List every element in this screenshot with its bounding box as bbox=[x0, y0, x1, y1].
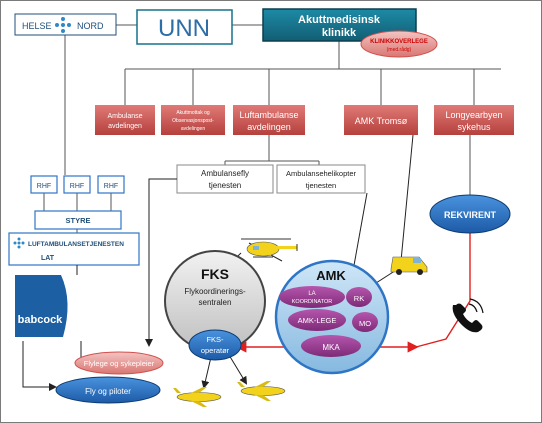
svg-text:operatør: operatør bbox=[201, 346, 230, 355]
helse-text: HELSE bbox=[22, 21, 52, 31]
rhf-label-3: RHF bbox=[104, 183, 118, 190]
svg-text:Ambulansehelikopter: Ambulansehelikopter bbox=[286, 169, 357, 178]
unn-box: UNN bbox=[136, 9, 233, 45]
svg-text:REKVIRENT: REKVIRENT bbox=[444, 210, 497, 220]
flylege-sykepleier-oval: Flylege og sykepleier bbox=[74, 351, 164, 375]
nord-text: NORD bbox=[77, 21, 104, 31]
rk-oval: RK bbox=[346, 287, 372, 307]
svg-text:AMK-LEGE: AMK-LEGE bbox=[298, 316, 337, 325]
helicopter-icon bbox=[241, 238, 298, 258]
ambulance-icon bbox=[390, 256, 428, 275]
phone-icon bbox=[452, 298, 484, 333]
svg-text:avdelingen: avdelingen bbox=[181, 126, 205, 132]
ambulansehelikopter-box: Ambulansehelikopter tjenesten bbox=[276, 164, 366, 194]
ambulansefly-box: Ambulansefly tjenesten bbox=[176, 164, 274, 194]
svg-text:RK: RK bbox=[354, 294, 364, 303]
amk-tromso-box: AMK Tromsø bbox=[344, 105, 418, 135]
svg-text:tjenesten: tjenesten bbox=[209, 181, 241, 190]
svg-text:sykehus: sykehus bbox=[457, 122, 491, 132]
amk-lege-oval: AMK-LEGE bbox=[288, 309, 346, 331]
styre-box: STYRE bbox=[34, 210, 122, 230]
svg-text:STYRE: STYRE bbox=[65, 216, 90, 225]
mka-oval: MKA bbox=[301, 335, 361, 357]
svg-text:Fly og piloter: Fly og piloter bbox=[85, 387, 131, 396]
akuttmottak-box: Akuttmottak og Observasjonspost- avdelin… bbox=[161, 105, 225, 135]
svg-text:AMK: AMK bbox=[316, 268, 346, 283]
rhf-group: RHF RHF RHF bbox=[30, 175, 125, 194]
fly-og-piloter-oval: Fly og piloter bbox=[55, 376, 161, 404]
svg-text:klinikk: klinikk bbox=[322, 27, 357, 39]
svg-text:LUFTAMBULANSETJENESTEN: LUFTAMBULANSETJENESTEN bbox=[28, 241, 124, 248]
svg-text:Akuttmottak og: Akuttmottak og bbox=[176, 110, 210, 116]
svg-text:avdelingen: avdelingen bbox=[108, 123, 142, 130]
rhf-label-1: RHF bbox=[37, 183, 51, 190]
unn-label: UNN bbox=[158, 15, 210, 42]
svg-text:(med.rådg): (med.rådg) bbox=[387, 46, 412, 53]
svg-text:MKA: MKA bbox=[322, 343, 340, 352]
klinikkoverlege-oval: KLINIKKOVERLEGE (med.rådg) bbox=[360, 30, 438, 58]
babcock-logo: babcock bbox=[9, 271, 71, 341]
airplane-icon-2 bbox=[237, 381, 286, 401]
luftambulanseavdelingen-box: Luftambulanse avdelingen bbox=[233, 105, 305, 135]
longyearbyen-box: Longyearbyen sykehus bbox=[434, 105, 514, 135]
svg-text:AMK Tromsø: AMK Tromsø bbox=[355, 116, 408, 126]
svg-text:Luftambulanse: Luftambulanse bbox=[239, 110, 298, 120]
mo-oval: MO bbox=[352, 312, 378, 332]
svg-text:Ambulansefly: Ambulansefly bbox=[201, 169, 249, 178]
fks-circle: FKS Flykoordinerings- sentralen bbox=[164, 250, 266, 352]
airplane-icon-1 bbox=[173, 387, 222, 407]
ambulanseavdelingen-box: Ambulanse avdelingen bbox=[95, 105, 155, 135]
lat-cross-icon bbox=[13, 237, 25, 249]
svg-text:tjenesten: tjenesten bbox=[306, 181, 336, 190]
la-koordinator-oval: LA KOORDINATOR bbox=[279, 286, 345, 308]
svg-text:LAT: LAT bbox=[41, 255, 55, 262]
svg-text:babcock: babcock bbox=[18, 314, 64, 326]
fks-operator-oval: FKS- operatør bbox=[188, 329, 242, 361]
svg-text:avdelingen: avdelingen bbox=[247, 122, 291, 132]
org-connectors bbox=[43, 24, 501, 233]
svg-text:Flylege og sykepleier: Flylege og sykepleier bbox=[84, 359, 155, 368]
svg-text:Longyearbyen: Longyearbyen bbox=[445, 110, 502, 120]
svg-text:Flykoordinerings-: Flykoordinerings- bbox=[184, 287, 246, 296]
svg-text:Akuttmedisinsk: Akuttmedisinsk bbox=[298, 14, 381, 26]
rekvirent-oval: REKVIRENT bbox=[429, 194, 511, 234]
svg-text:Observasjonspost-: Observasjonspost- bbox=[172, 118, 214, 124]
rhf-label-2: RHF bbox=[70, 183, 84, 190]
luftambulansetjenesten-box: LUFTAMBULANSETJENESTEN LAT bbox=[8, 232, 140, 266]
svg-text:LA: LA bbox=[308, 291, 315, 297]
helse-nord-logo: HELSE NORD bbox=[14, 13, 117, 36]
helse-nord-cross-icon bbox=[55, 17, 71, 33]
svg-text:Ambulanse: Ambulanse bbox=[107, 113, 142, 120]
svg-text:FKS: FKS bbox=[201, 266, 229, 282]
svg-text:KLINIKKOVERLEGE: KLINIKKOVERLEGE bbox=[370, 39, 428, 45]
svg-text:MO: MO bbox=[359, 319, 371, 328]
svg-text:FKS-: FKS- bbox=[206, 335, 224, 344]
svg-text:KOORDINATOR: KOORDINATOR bbox=[292, 299, 332, 305]
svg-text:sentralen: sentralen bbox=[199, 298, 232, 307]
